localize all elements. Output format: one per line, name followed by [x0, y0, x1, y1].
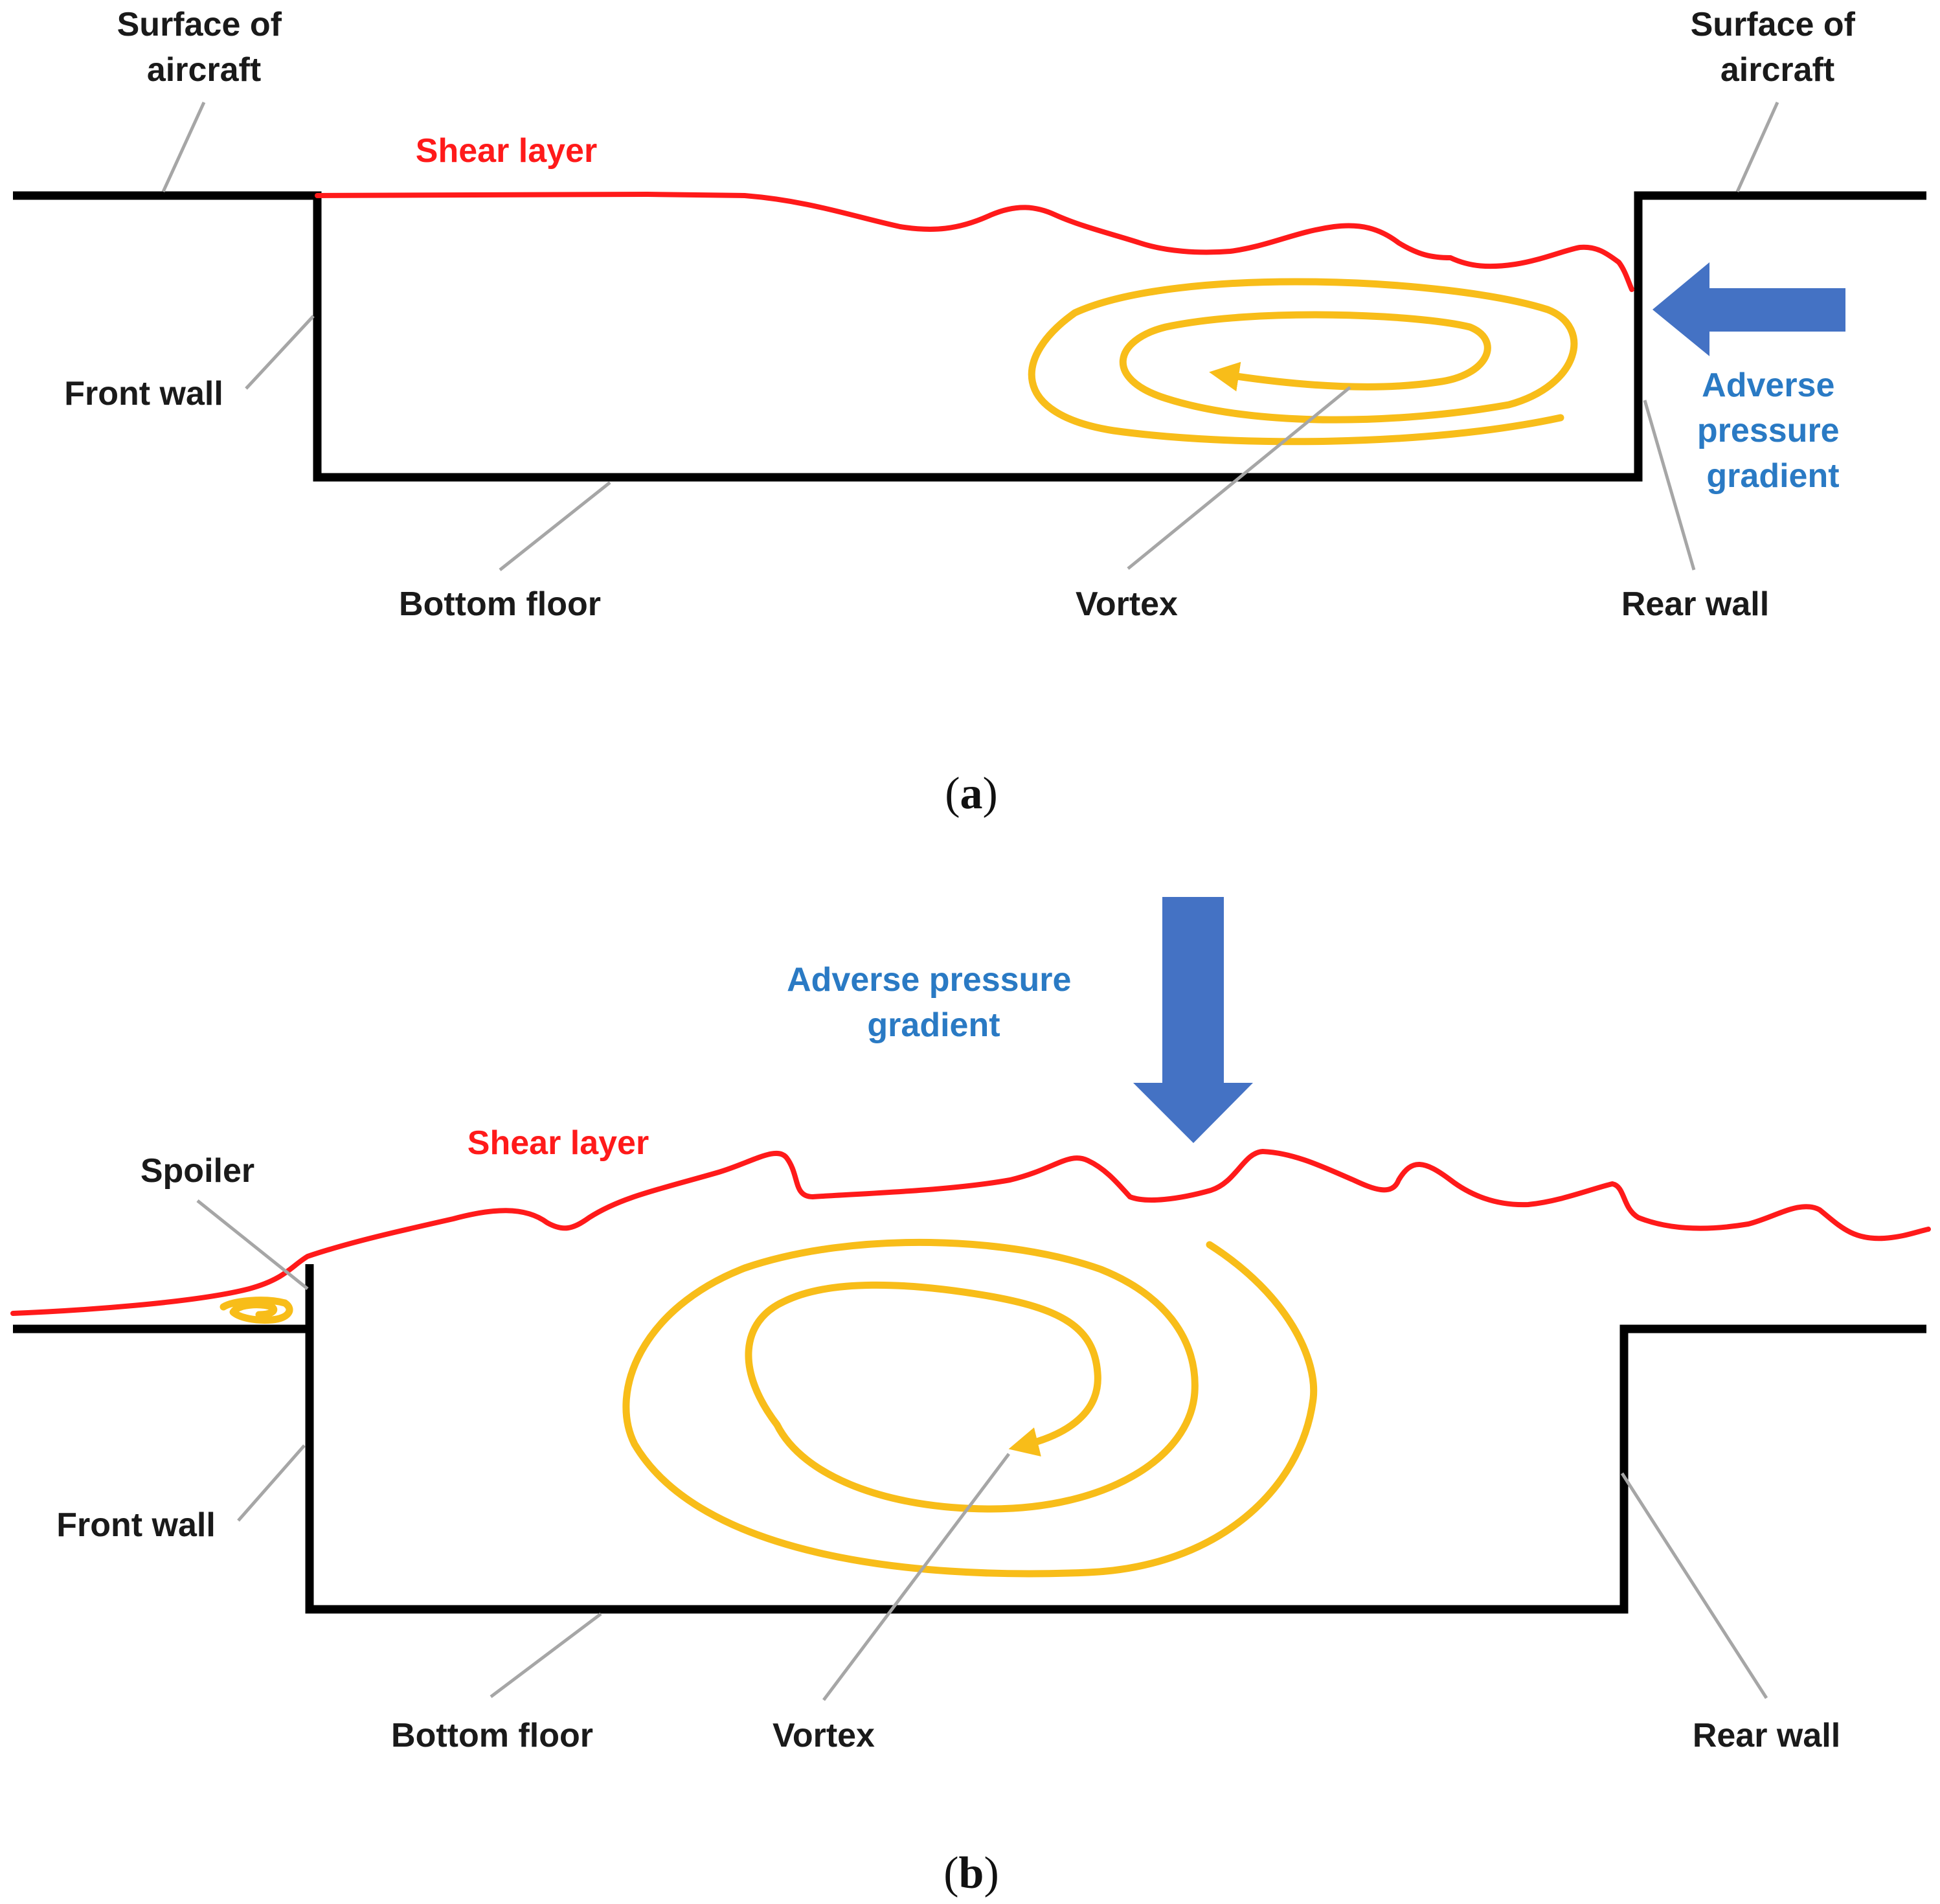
cavity-outline-b [13, 1264, 1926, 1614]
vortex-spiral-a [1028, 278, 1578, 446]
spoiler-label-b: Spoiler [141, 1152, 254, 1190]
leader-bottom-floor-a [499, 481, 611, 571]
leader-surface-right-a [1735, 101, 1779, 193]
rear-wall-label-b: Rear wall [1693, 1717, 1840, 1754]
shear-layer-label-b: Shear layer [468, 1124, 649, 1162]
leader-spoiler-b [196, 1199, 309, 1290]
panel-a: Surface of aircraft Surface of aircraft … [13, 6, 1926, 819]
adverse-pressure-arrow-a [1652, 262, 1845, 356]
cavity-outline-a [13, 191, 1926, 482]
shear-layer-label-a: Shear layer [416, 132, 597, 170]
leader-rear-wall-a [1643, 400, 1696, 571]
leader-surface-left-a [161, 101, 206, 193]
vortex-label-a: Vortex [1076, 585, 1178, 623]
rear-wall-label-a: Rear wall [1621, 585, 1769, 623]
front-wall-label-a: Front wall [64, 375, 223, 413]
leader-front-wall-a [245, 315, 315, 390]
bottom-floor-label-b: Bottom floor [391, 1717, 593, 1754]
surface-label-right-a: Surface of aircraft [1691, 6, 1865, 89]
adverse-pressure-arrow-b [1133, 897, 1253, 1143]
panel-caption-b: (b) [943, 1848, 999, 1898]
leader-vortex-b [822, 1453, 1010, 1701]
vortex-spiral-b [622, 1238, 1318, 1578]
spoiler-vortex-b [220, 1297, 293, 1324]
adverse-pressure-label-a: Adverse pressure gradient [1697, 367, 1849, 495]
bottom-floor-label-a: Bottom floor [399, 585, 601, 623]
shear-layer-line-b [10, 1149, 1931, 1316]
shear-layer-line-a [315, 192, 1634, 292]
surface-label-left-a: Surface of aircraft [117, 6, 291, 89]
leader-front-wall-b [237, 1444, 306, 1522]
leader-vortex-a [1127, 386, 1351, 570]
adverse-pressure-label-b: Adverse pressure gradient [787, 961, 1081, 1044]
leader-rear-wall-b [1620, 1472, 1768, 1699]
panel-b: Adverse pressure gradient Shear layer Sp… [10, 897, 1931, 1898]
front-wall-label-b: Front wall [56, 1506, 216, 1544]
leader-bottom-floor-b [490, 1613, 602, 1698]
vortex-label-b: Vortex [773, 1717, 875, 1754]
panel-caption-a: (a) [945, 769, 998, 819]
